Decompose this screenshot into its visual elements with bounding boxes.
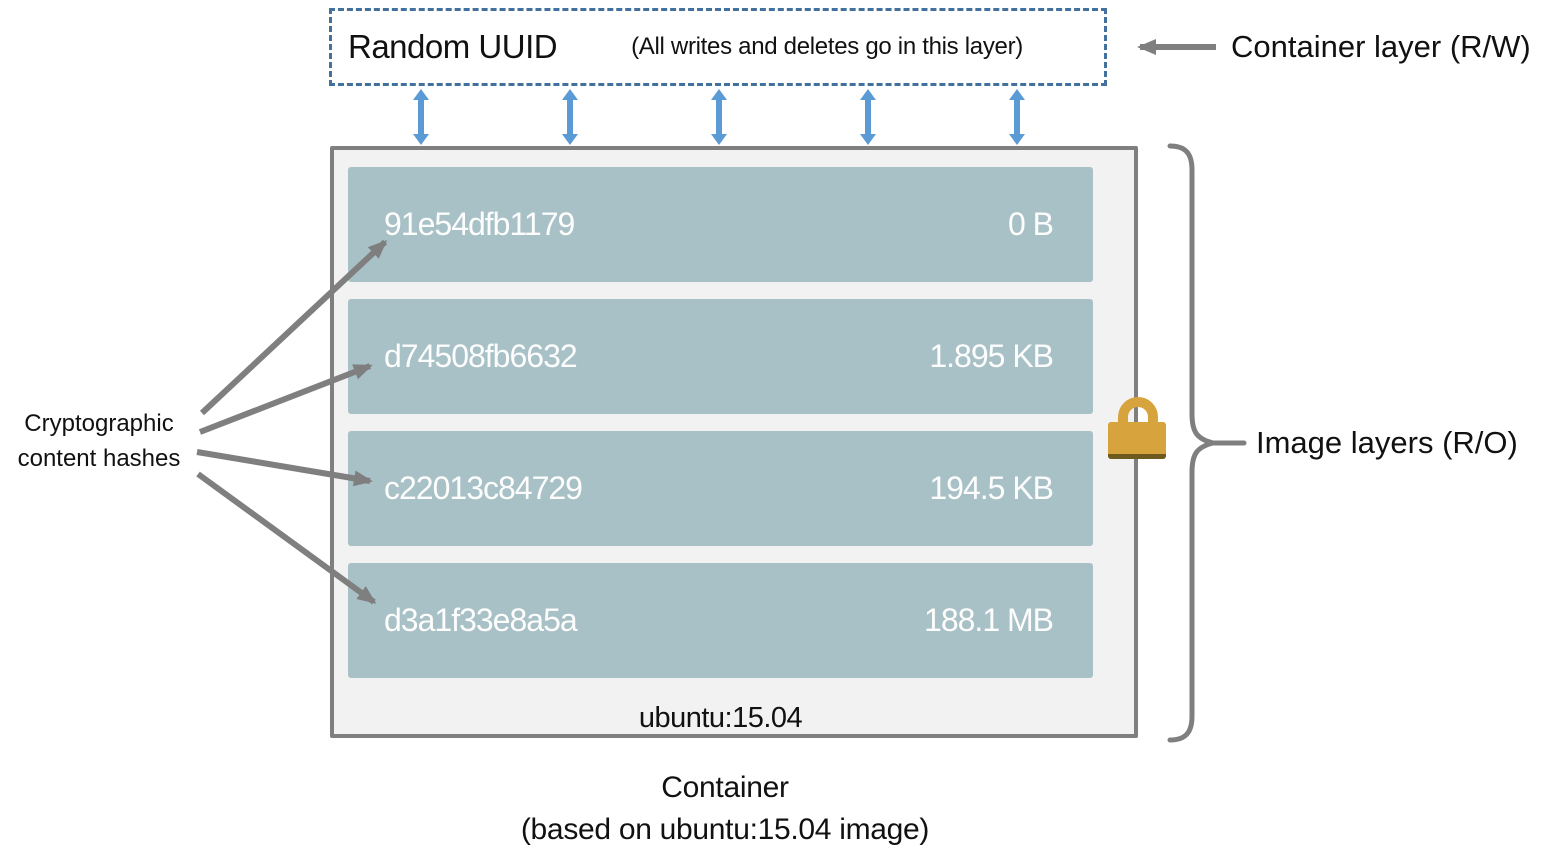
caption-line2: (based on ubuntu:15.04 image) [520,813,930,846]
lock-body [1108,422,1166,459]
layer-hash: 91e54dfb1179 [384,206,575,242]
rw-link-arrow-icon [413,89,429,145]
layer-size: 194.5 KB [929,470,1054,506]
rw-link-arrow-icon [860,89,876,145]
container-layer-callout-label: Container layer (R/W) [1231,29,1531,64]
container-layer-box: Random UUID (All writes and deletes go i… [329,8,1107,86]
layer-hash: d3a1f33e8a5a [384,602,578,638]
rw-link-arrow-icon [1009,89,1025,145]
crypto-hashes-note: Cryptographic content hashes [3,406,195,476]
layer-size: 0 B [1007,206,1054,242]
crypto-note-line1: Cryptographic [24,410,174,437]
lock-icon [1108,397,1166,459]
layer-hash: d74508fb6632 [384,338,578,374]
layer-size: 1.895 KB [929,338,1054,374]
rw-link-arrow-icon [711,89,727,145]
image-layer-row: d74508fb6632 1.895 KB [348,299,1093,414]
writes-deletes-note: (All writes and deletes go in this layer… [631,33,1023,60]
layer-hash: c22013c84729 [384,470,583,506]
image-layer-row: d3a1f33e8a5a 188.1 MB [348,563,1093,678]
layer-size: 188.1 MB [924,602,1054,638]
container-caption: Container (based on ubuntu:15.04 image) [330,767,1120,851]
image-layers-callout-label: Image layers (R/O) [1256,425,1518,460]
rw-link-arrow-icon [562,89,578,145]
lock-shackle [1118,397,1158,429]
caption-line1: Container [661,771,789,804]
image-layer-row: c22013c84729 194.5 KB [348,431,1093,546]
random-uuid-label: Random UUID [348,28,558,65]
image-box: 91e54dfb1179 0 B d74508fb6632 1.895 KB c… [330,146,1138,738]
crypto-note-line2: content hashes [17,445,181,472]
base-image-label: ubuntu:15.04 [638,702,803,734]
image-layers-brace [1167,143,1214,743]
image-layer-row: 91e54dfb1179 0 B [348,167,1093,282]
